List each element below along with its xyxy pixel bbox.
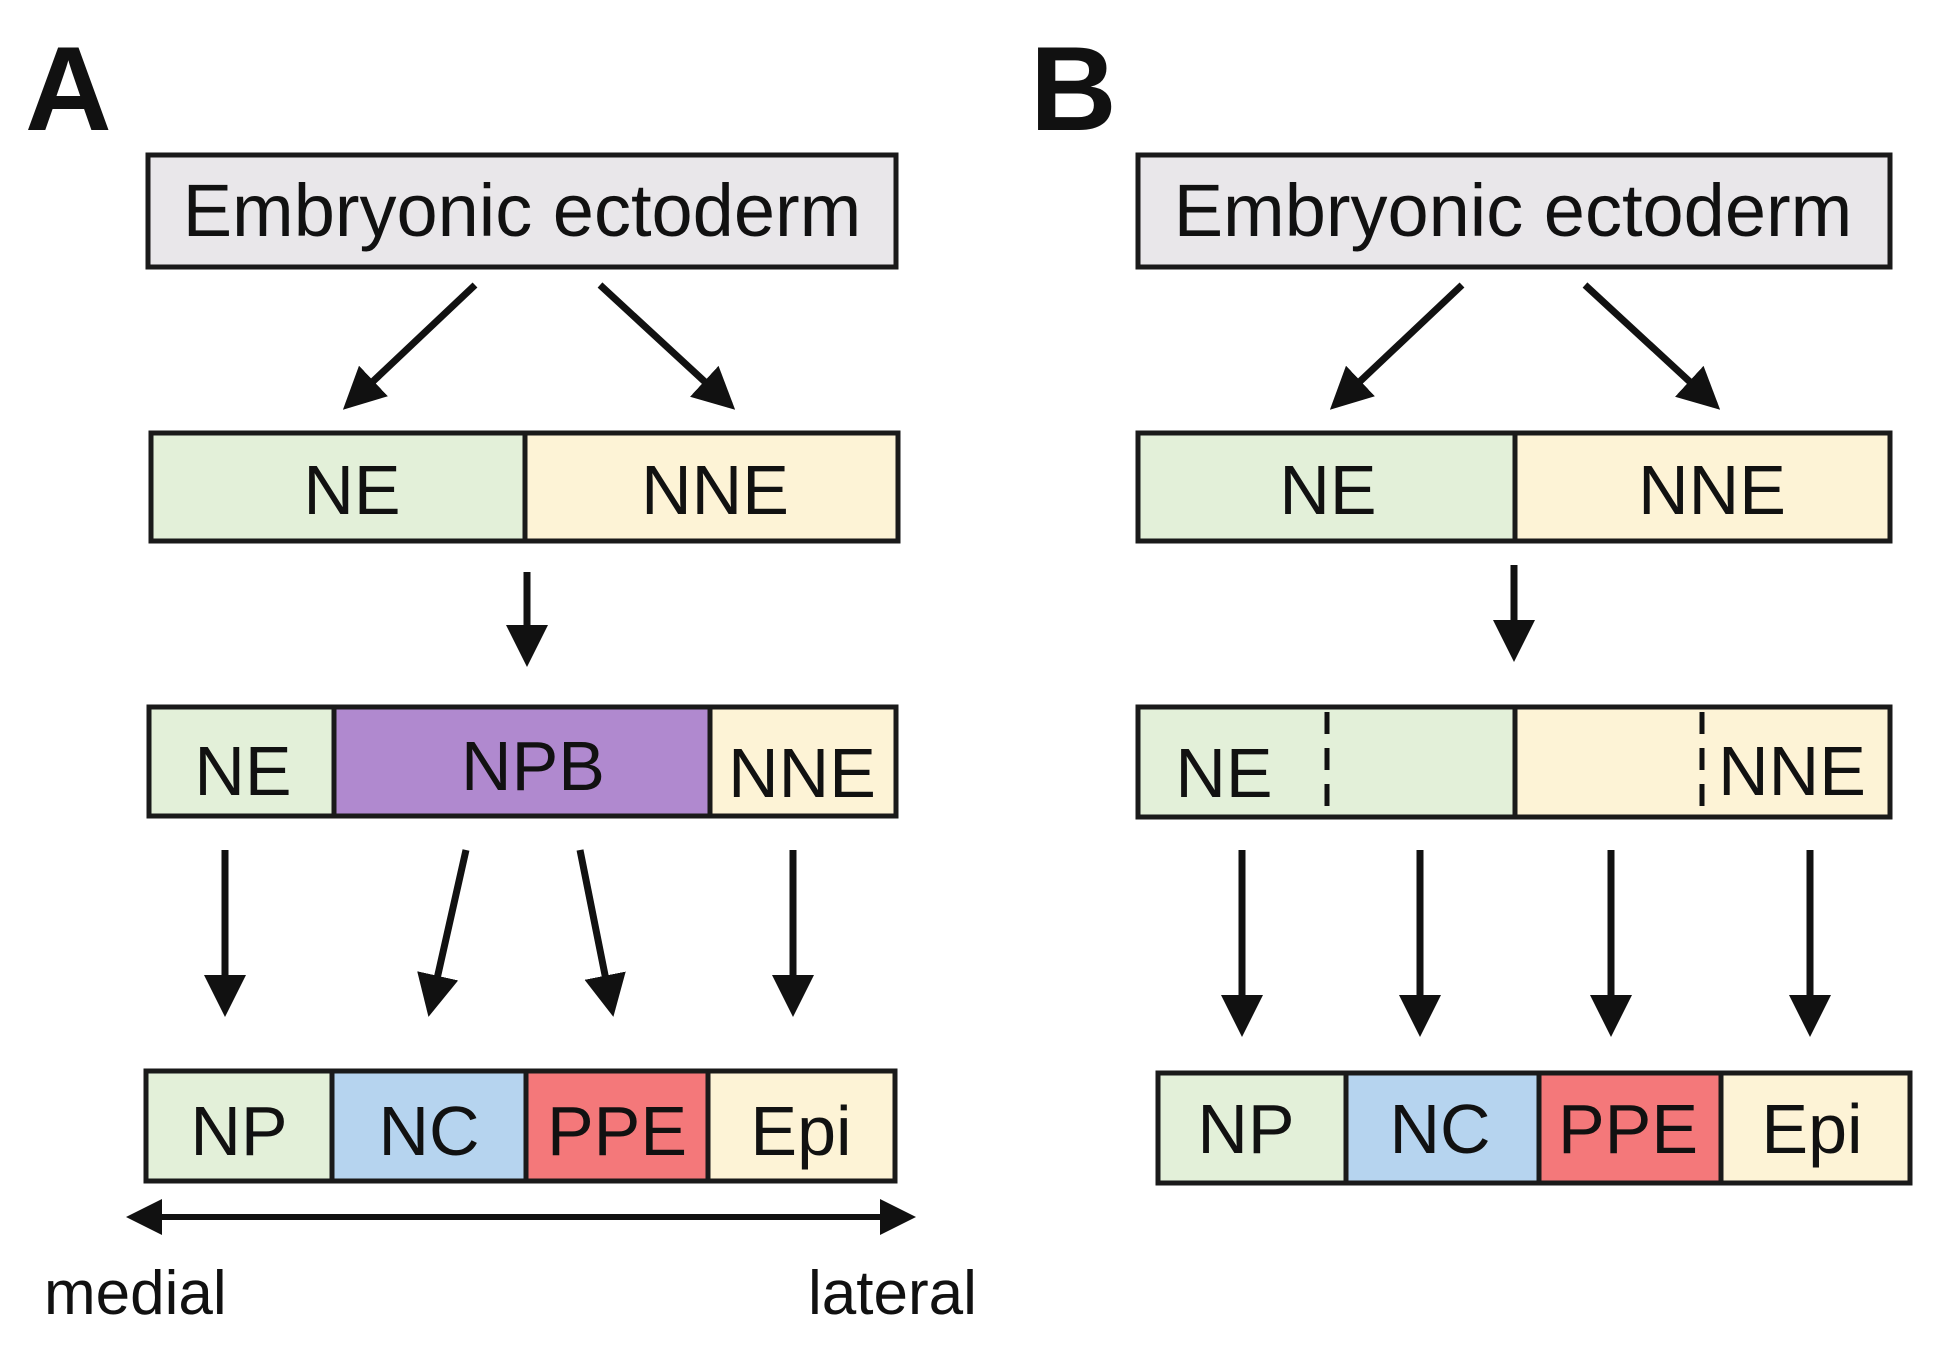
panel-b: B Embryonic ectoderm NE NNE NE NNE NP NC: [1030, 22, 1913, 1186]
panel-b-epi-box: [1718, 1070, 1913, 1186]
panel-a-arrow-to-nne: [597, 282, 736, 410]
panel-b-nc-label: NC: [1389, 1090, 1490, 1168]
panel-a-nne-label: NNE: [641, 451, 789, 529]
panel-b-ne2-label: NE: [1175, 734, 1272, 812]
panel-a-arrow-to-nc: [417, 849, 470, 1017]
panel-a-ne2-label: NE: [194, 732, 291, 810]
panel-b-ectoderm-label: Embryonic ectoderm: [1174, 169, 1853, 252]
panel-a-npb-label: NPB: [461, 727, 605, 805]
panel-b-ne-box: [1135, 430, 1518, 544]
panel-a-arrow-to-ppe: [576, 849, 626, 1017]
panel-a-letter: A: [25, 22, 112, 156]
panel-a-nne-box: [522, 430, 901, 544]
panel-b-ppe-label: PPE: [1558, 1090, 1698, 1168]
panel-b-arrow-to-ne: [1329, 282, 1465, 410]
panel-a-lateral-label: lateral: [808, 1259, 977, 1328]
panel-b-letter: B: [1030, 22, 1117, 156]
panel-a-ppe-label: PPE: [547, 1092, 687, 1170]
panel-a-np-label: NP: [190, 1092, 287, 1170]
panel-a-nne2-box: [707, 704, 899, 819]
panel-b-nne-label: NNE: [1638, 451, 1786, 529]
panel-a-epi-box: [705, 1068, 898, 1184]
panel-a-nc-box: [329, 1068, 529, 1184]
panel-a-ne-label: NE: [303, 451, 400, 529]
panel-a-nc-label: NC: [378, 1092, 479, 1170]
panel-b-nc-box: [1343, 1070, 1542, 1186]
panel-a-arrow-to-ne: [342, 282, 478, 410]
panel-b-ectoderm-box: [1135, 152, 1893, 270]
panel-b-nne2-label: NNE: [1718, 732, 1866, 810]
panel-a-nne2-label: NNE: [728, 734, 876, 812]
panel-a-medial-label: medial: [44, 1259, 227, 1328]
panel-b-np-label: NP: [1197, 1090, 1294, 1168]
panel-b-np-box: [1155, 1070, 1349, 1186]
panel-a-epi-label: Epi: [750, 1092, 851, 1170]
panel-b-nne-box: [1512, 430, 1893, 544]
panel-b-arrow-to-nne: [1582, 282, 1721, 410]
panel-b-epi-label: Epi: [1761, 1090, 1862, 1168]
panel-b-ne-label: NE: [1279, 451, 1376, 529]
panel-a-ectoderm-box: [145, 152, 899, 270]
panel-a-ectoderm-label: Embryonic ectoderm: [183, 169, 862, 252]
panel-a-ne-box: [148, 430, 528, 544]
panel-a: A Embryonic ectoderm NE NNE NE NPB NNE N…: [25, 22, 977, 1328]
